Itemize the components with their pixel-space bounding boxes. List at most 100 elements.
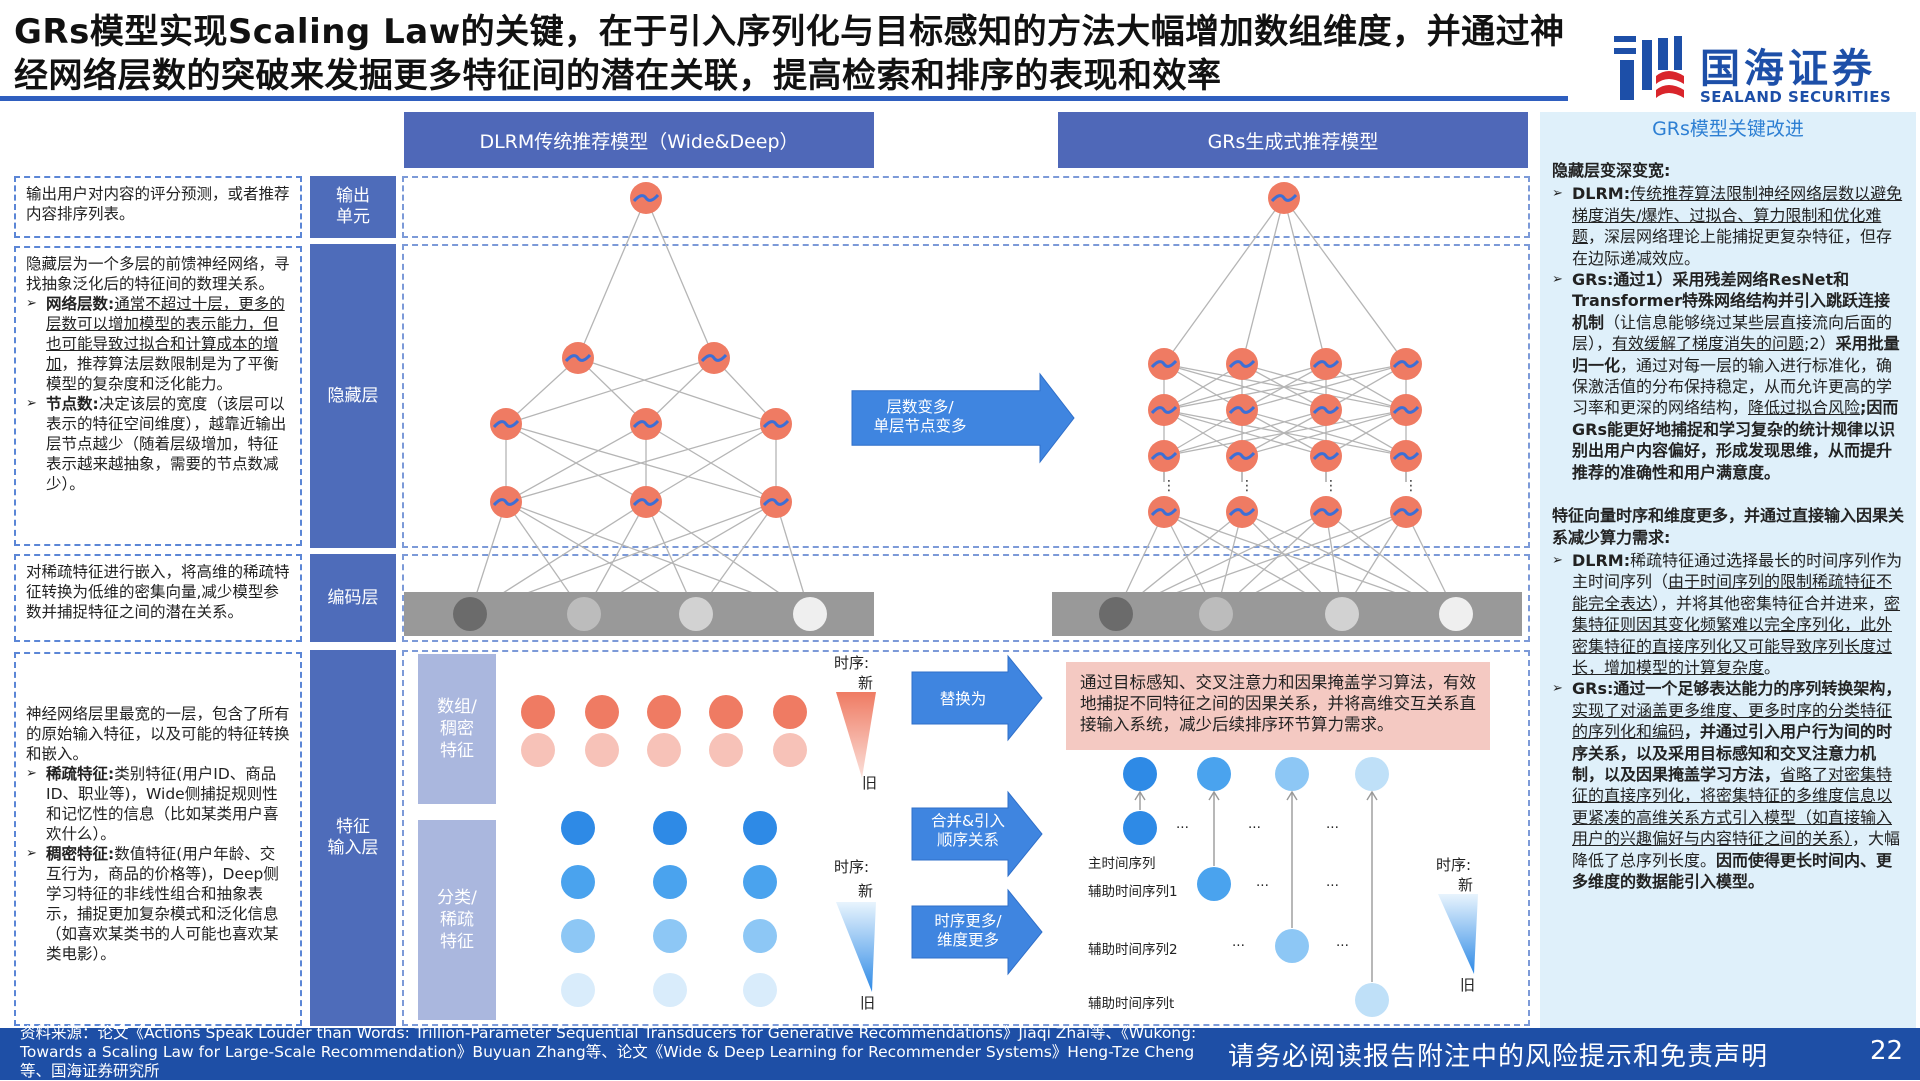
arrow-label-hidden: 层数变多/ 单层节点变多 (873, 398, 967, 435)
key-improvements-head: GRs模型关键改进 (1652, 118, 1804, 140)
seg-u: 实现了对涵盖更多维度、更多时序的分类特征的序列化和编码 (1572, 700, 1893, 742)
seg: （让信息能够绕过某些层直接流向后面的层）， (1572, 312, 1893, 354)
left-embed-text: 对稀疏特征进行嵌入，将高维的稀疏特征转换为低维的密集向量,减少模型参数并捕捉特征… (26, 563, 290, 621)
left-input-bullet-sparse: 稀疏特征:类别特征(用户ID、商品ID、职业等)，Wide侧捕捉规则性和记忆性的… (26, 764, 290, 844)
bullet-rest: 类别特征(用户ID、商品ID、职业等)，Wide侧捕捉规则性和记忆性的信息（比如… (46, 765, 279, 843)
left-input-desc: 神经网络层里最宽的一层，包含了所有的原始输入特征，以及可能的特征转换和嵌入。 稀… (14, 652, 302, 1026)
left-input-intro: 神经网络层里最宽的一层，包含了所有的原始输入特征，以及可能的特征转换和嵌入。 (26, 705, 290, 763)
left-output-desc: 输出用户对内容的评分预测，或者推荐内容排序列表。 (14, 176, 302, 238)
layer-hidden: 隐藏层 (310, 244, 396, 548)
layer-embedding: 编码层 (310, 554, 396, 642)
bullet-head: 节点数: (46, 395, 99, 413)
dash-output (402, 176, 1530, 238)
seq-aux1-label: 辅助时间序列1 (1088, 884, 1178, 900)
logo-zh: 国海证券 (1700, 46, 1876, 92)
left-hidden-bullet-layers: 网络层数:通常不超过十层，更多的层数可以增加模型的表示能力，但也可能导致过拟合和… (26, 294, 290, 394)
ellipsis: ... (1326, 874, 1339, 890)
seg: ），并将其他密集特征合并进来， (1652, 593, 1885, 613)
left-hidden-bullet-nodes: 节点数:决定该层的宽度（该层可以表示的特征空间维度），越靠近输出层节点越少（随着… (26, 394, 290, 494)
ellipsis: ... (1256, 874, 1269, 890)
ellipsis: ... (1336, 934, 1349, 950)
layer-input: 特征 输入层 (310, 650, 396, 1026)
left-hidden-intro: 隐藏层为一个多层的前馈神经网络，寻找抽象泛化后的特征间的数理关系。 (26, 255, 290, 293)
seg: 。 (1764, 657, 1781, 677)
seg-u: 降低过拟合风险 (1748, 398, 1861, 418)
time-old-grs: 旧 (1460, 976, 1476, 994)
left-output-text: 输出用户对内容的评分预测，或者推荐内容排序列表。 (26, 185, 290, 223)
seq-main-label: 主时间序列 (1088, 856, 1156, 872)
bullet-rest: ，深层网络理论上能捕捉更复杂特征，但存在边际递减效应。 (1572, 227, 1893, 268)
bullet-rest: 决定该层的宽度（该层可以表示的特征空间维度），越靠近输出层节点越少（随着层级增加… (46, 395, 287, 493)
left-embed-desc: 对稀疏特征进行嵌入，将高维的稀疏特征转换为低维的密集向量,减少模型参数并捕捉特征… (14, 554, 302, 642)
col-head-grs: GRs生成式推荐模型 (1058, 112, 1528, 168)
rp-s2-title: 特征向量时序和维度更多，并通过直接输入因果关系减少算力需求: (1552, 506, 1905, 547)
bullet-head: 稀疏特征: (46, 765, 115, 783)
seg-u: 省略了对密集特征的直接序列化，将密集特征的多维度信息以更紧凑的高维关系方式引入模… (1572, 764, 1893, 849)
seg-b: 因而使得更长时间内、更多维度的数据能引入模型。 (1572, 850, 1893, 891)
dash-input (402, 650, 1530, 1026)
bullet-head: GRs:通过1）采用残差网络ResNet和Transformer特殊网络结构并引… (1572, 270, 1891, 332)
bullet-underlined: 通常不超过十层，更多的层数可以增加模型的表示能力，但也可能导致过拟合和计算成本的… (46, 295, 285, 373)
dash-hidden (402, 244, 1530, 548)
time-new-sparse: 新 (858, 882, 874, 900)
seg-u: 密集特征则因其变化频繁难以完全序列化，此外密集特征的直接序列化又可能导致序列长度… (1572, 593, 1901, 677)
arrow-label-merge: 合并&引入 顺序关系 (930, 812, 1006, 849)
arrow-label-more: 时序更多/ 维度更多 (934, 912, 1002, 949)
sealand-logo-mark (1614, 36, 1684, 100)
disclaimer: 请务必阅读报告附注中的风险提示和免责声明 (1228, 1042, 1769, 1072)
time-label-dense: 时序: (834, 654, 870, 672)
source-note: 资料来源：论文《Actions Speak Louder than Words:… (20, 1024, 1197, 1080)
rp-s1-title: 隐藏层变深变宽: (1552, 161, 1671, 180)
feat-dense-box: 数组/ 稠密 特征 (418, 654, 496, 804)
rp-s2-grs: GRs:通过一个足够表达能力的序列转换架构，实现了对涵盖更多维度、更多时序的分类… (1552, 678, 1906, 892)
ellipsis: ... (1176, 816, 1189, 832)
ellipsis: ... (1326, 816, 1339, 832)
key-improvements-body: 隐藏层变深变宽: DLRM:传统推荐算法限制神经网络层数以避免梯度消失/爆炸、过… (1552, 160, 1906, 892)
title-rule (0, 96, 1568, 101)
target-aware-note: 通过目标感知、交叉注意力和因果掩盖学习算法，有效地捕捉不同特征之间的因果关系，并… (1066, 662, 1490, 750)
seq-aux2-label: 辅助时间序列2 (1088, 942, 1178, 958)
left-hidden-desc: 隐藏层为一个多层的前馈神经网络，寻找抽象泛化后的特征间的数理关系。 网络层数:通… (14, 246, 302, 546)
left-input-bullet-dense: 稠密特征:数值特征(用户年龄、交互行为，商品的价格等)，Deep侧学习特征的非线… (26, 844, 290, 964)
sealand-logo: 国海证券 SEALAND SECURITIES (1612, 30, 1912, 110)
col-head-dlrm: DLRM传统推荐模型（Wide&Deep） (404, 112, 874, 168)
page-title: GRs模型实现Scaling Law的关键，在于引入序列化与目标感知的方法大幅增… (14, 12, 1565, 96)
time-label-grs: 时序: (1436, 856, 1472, 874)
dash-embed (402, 554, 1530, 642)
ellipsis: ... (1248, 816, 1261, 832)
seg-b: 采用批量归一化 (1572, 334, 1900, 375)
rp-gap (1552, 483, 1906, 505)
layer-output: 输出 单元 (310, 176, 396, 238)
seq-auxt-label: 辅助时间序列t (1088, 996, 1175, 1012)
seg: 稀疏特征通过选择最长的时间序列作为主时间序列（ (1572, 550, 1903, 592)
feat-sparse-box: 分类/ 稀疏 特征 (418, 820, 496, 1020)
bullet-head: DLRM: (1572, 550, 1631, 570)
page-number: 22 (1870, 1036, 1904, 1066)
rp-s2-dlrm: DLRM:稀疏特征通过选择最长的时间序列作为主时间序列（由于时间序列的限制稀疏特… (1552, 550, 1906, 678)
time-old-sparse: 旧 (860, 994, 876, 1012)
time-label-sparse: 时序: (834, 858, 870, 876)
rp-s1-dlrm: DLRM:传统推荐算法限制神经网络层数以避免梯度消失/爆炸、过拟合、算力限制和优… (1552, 183, 1906, 269)
time-new-dense: 新 (858, 674, 874, 692)
seg-u: 有效缓解了梯度消失的问题 (1612, 334, 1805, 354)
logo-en: SEALAND SECURITIES (1700, 88, 1892, 106)
ellipsis: ... (1232, 934, 1245, 950)
bullet-head: 网络层数: (46, 295, 115, 313)
seg: ，大幅降低了总序列长度。 (1572, 829, 1901, 870)
bullet-underlined: 传统推荐算法限制神经网络层数以避免梯度消失/爆炸、过拟合、算力限制和优化难题 (1572, 184, 1903, 247)
time-new-grs: 新 (1458, 876, 1474, 894)
arrow-label-replace: 替换为 (939, 690, 987, 708)
seg: ，通过对每一层的输入进行标准化，确保激活值的分布保持稳定，从而允许更高的学习率和… (1572, 355, 1893, 418)
seg-u: 由于时间序列的限制稀疏特征不能完全表达 (1572, 572, 1893, 613)
footer-bar (0, 1028, 1920, 1080)
bullet-rest: 数值特征(用户年龄、交互行为，商品的价格等)，Deep侧学习特征的非线性组合和抽… (46, 845, 279, 963)
bullet-head: DLRM: (1572, 184, 1631, 204)
seg-b: ;因而GRs能更好地捕捉和学习复杂的统计规律以识别出用户内容偏好，形成发现思维，… (1572, 398, 1899, 482)
bullet-head: GRs:通过一个足够表达能力的序列转换架构， (1572, 679, 1902, 699)
seg: ;2） (1804, 334, 1836, 354)
seg-b: ，并通过引入用户行为间的时序关系，以及采用目标感知和交叉注意力机制，以及因果掩盖… (1572, 722, 1893, 784)
bullet-rest: ，推荐算法层数限制是为了平衡模型的复杂度和泛化能力。 (46, 355, 279, 393)
rp-s1-grs: GRs:通过1）采用残差网络ResNet和Transformer特殊网络结构并引… (1552, 269, 1906, 483)
bullet-head: 稠密特征: (46, 845, 115, 863)
time-old-dense: 旧 (862, 774, 878, 792)
